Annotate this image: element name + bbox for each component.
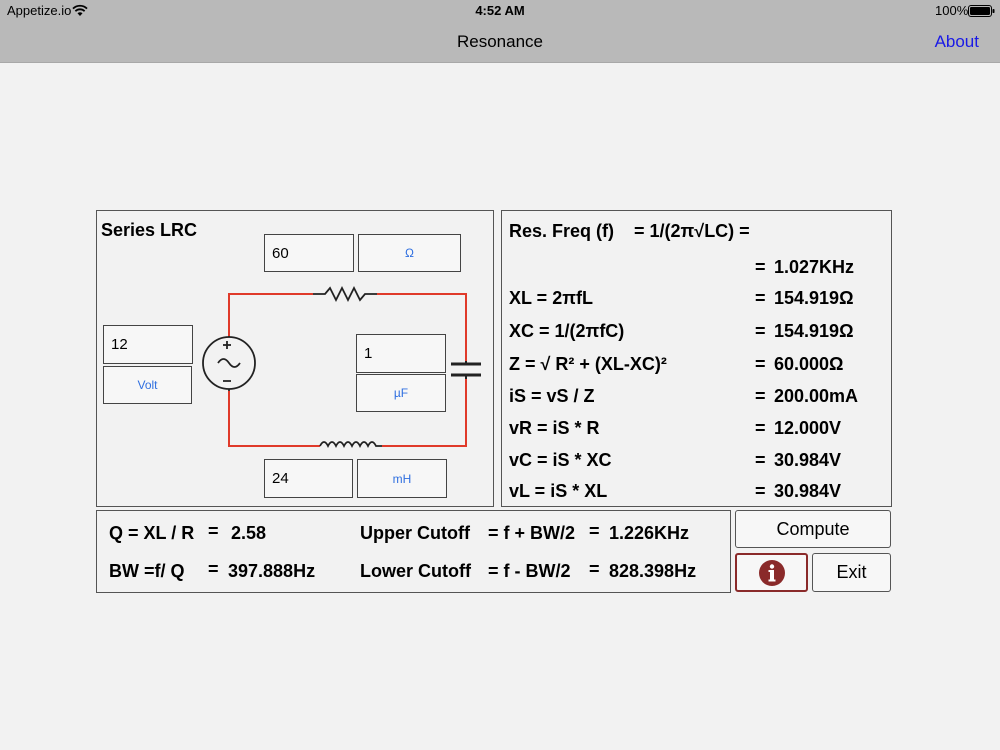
bw-value: 397.888Hz (228, 561, 316, 581)
ac-source-icon (202, 336, 256, 391)
formula-label: vC = iS * XC (509, 450, 612, 470)
capacitor-icon (451, 362, 481, 377)
q-value: 2.58 (231, 523, 267, 543)
formula-value: 60.000Ω (774, 354, 844, 374)
status-time: 4:52 AM (475, 3, 525, 18)
formula-value: 154.919Ω (774, 321, 854, 341)
bw-equals: = (208, 559, 219, 579)
info-icon (758, 559, 785, 586)
formula-label: Z = √ R² + (XL-XC)² (509, 354, 667, 374)
capacitance-input[interactable]: 1 (356, 334, 446, 373)
inductance-unit-button[interactable]: mH (357, 459, 447, 498)
formula-label: XC = 1/(2πfC) (509, 321, 625, 341)
lower-cutoff-value: 828.398Hz (609, 561, 697, 581)
lower-cutoff-equals: = (589, 559, 600, 579)
lower-cutoff-label: Lower Cutoff (360, 561, 471, 581)
formula-label: XL = 2πfL (509, 288, 593, 308)
formula-value: 30.984V (774, 481, 842, 501)
q-equals: = (208, 521, 219, 541)
upper-cutoff-label: Upper Cutoff (360, 523, 470, 543)
about-button[interactable]: About (934, 32, 979, 51)
formula-equals: = (755, 288, 766, 308)
formula-label: iS = vS / Z (509, 386, 595, 406)
formula-value: 12.000V (774, 418, 842, 438)
formula-value: 200.00mA (774, 386, 859, 406)
circuit-title: Series LRC (101, 220, 198, 240)
res-freq-formula: = 1/(2π√LC) = (634, 221, 750, 241)
resistance-unit-button[interactable]: Ω (358, 234, 461, 272)
resistance-input[interactable]: 60 (264, 234, 354, 272)
formula-equals: = (755, 418, 766, 438)
compute-button[interactable]: Compute (735, 510, 891, 548)
formula-equals: = (755, 386, 766, 406)
formula-equals: = (755, 450, 766, 470)
upper-cutoff-equals: = (589, 521, 600, 541)
wifi-icon (72, 4, 88, 16)
formula-equals: = (755, 257, 766, 277)
formula-equals: = (755, 354, 766, 374)
circuit-schematic (202, 285, 481, 449)
upper-cutoff-value: 1.226KHz (609, 523, 690, 543)
formula-value: 1.027KHz (774, 257, 855, 277)
formula-value: 154.919Ω (774, 288, 854, 308)
capacitance-unit-button[interactable]: µF (356, 374, 446, 412)
battery-icon (968, 5, 995, 17)
voltage-unit-button[interactable]: Volt (103, 366, 192, 404)
inductor-icon (319, 441, 382, 449)
info-button[interactable] (735, 553, 808, 592)
exit-button[interactable]: Exit (812, 553, 891, 592)
formula-equals: = (755, 321, 766, 341)
results-panel: Q = XL / R = 2.58 BW =f/ Q = 397.888Hz U… (96, 510, 731, 593)
formula-panel: Res. Freq (f) = 1/(2π√LC) = = 1.027KHz XL … (501, 210, 892, 507)
circuit-panel: Series LRC 60 Ω 12 Volt 1 µF 24 mH (96, 210, 494, 507)
formula-value: 30.984V (774, 450, 842, 470)
bw-label: BW =f/ Q (109, 561, 185, 581)
page-title: Resonance (456, 32, 543, 51)
inductance-input[interactable]: 24 (264, 459, 353, 498)
top-bar: Appetize.io 4:52 AM 100% Resonance About (0, 0, 1000, 63)
formula-equals: = (755, 481, 766, 501)
lower-cutoff-formula: = f - BW/2 (488, 561, 571, 581)
formula-label: vR = iS * R (509, 418, 600, 438)
formula-label: vL = iS * XL (509, 481, 608, 501)
upper-cutoff-formula: = f + BW/2 (488, 523, 576, 543)
q-label: Q = XL / R (109, 523, 195, 543)
battery-percent: 100% (935, 3, 969, 18)
resistor-icon (313, 285, 377, 303)
circuit-wires (228, 293, 467, 447)
voltage-input[interactable]: 12 (103, 325, 193, 364)
status-carrier: Appetize.io (7, 3, 72, 18)
res-freq-label: Res. Freq (f) (509, 221, 615, 241)
